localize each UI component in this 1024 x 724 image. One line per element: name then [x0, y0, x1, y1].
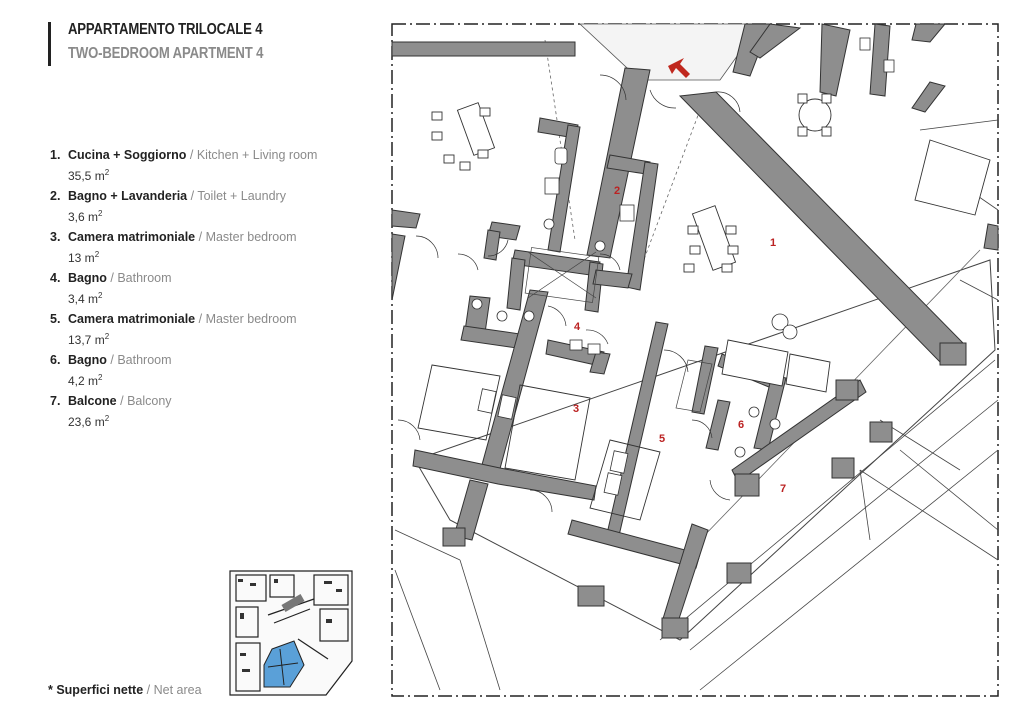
- room-number: 1.: [50, 148, 61, 162]
- room-name-en: Toilet + Laundry: [197, 189, 286, 203]
- floor-plan: 1 2 3 4 5 6 7: [391, 23, 999, 697]
- page-title: APPARTAMENTO TRILOCALE 4: [68, 21, 263, 38]
- room-number: 4.: [50, 271, 61, 285]
- room-name-en: Balcony: [127, 394, 172, 408]
- room-area: 13,7 m2: [68, 332, 110, 347]
- room-name-en: Kitchen + Living room: [196, 148, 318, 162]
- room-name-en: Bathroom: [117, 353, 172, 367]
- room-name-it: Bagno: [68, 271, 107, 285]
- room-number: 7.: [50, 394, 61, 408]
- bath-fixtures: [471, 37, 895, 458]
- room-label-6: 6: [738, 419, 744, 431]
- room-name-en: Master bedroom: [205, 312, 297, 326]
- room-area: 13 m2: [68, 250, 100, 265]
- round-table: [797, 93, 832, 137]
- room-area: 3,6 m2: [68, 209, 103, 224]
- page-subtitle: TWO-BEDROOM APARTMENT 4: [68, 45, 264, 62]
- title-accent-bar: [48, 22, 51, 66]
- sofa: [721, 139, 991, 393]
- room-label-1: 1: [770, 237, 776, 249]
- room-name-it: Balcone: [68, 394, 117, 408]
- beds: [417, 364, 661, 521]
- entrance-arrow-icon: [668, 58, 690, 78]
- room-name-it: Bagno: [68, 353, 107, 367]
- dining-table-2: [683, 205, 739, 273]
- room-label-7: 7: [780, 483, 786, 495]
- room-label-5: 5: [659, 433, 665, 445]
- room-name-it: Camera matrimoniale: [68, 230, 196, 244]
- room-item-1: 1.Cucina + Soggiorno / Kitchen + Living …: [50, 148, 318, 183]
- room-label-3: 3: [573, 403, 579, 415]
- plan-frame: [391, 23, 999, 697]
- shaft: [524, 247, 713, 413]
- room-label-4: 4: [574, 321, 581, 333]
- pillows: [477, 388, 629, 496]
- door-swings: [397, 74, 741, 513]
- room-area: 3,4 m2: [68, 291, 103, 306]
- room-label-2: 2: [614, 185, 620, 197]
- room-name-it: Camera matrimoniale: [68, 312, 196, 326]
- room-number: 6.: [50, 353, 61, 367]
- key-plan-highlight: [263, 640, 305, 688]
- key-plan: [229, 570, 353, 696]
- room-list: 1.Cucina + Soggiorno / Kitchen + Living …: [50, 147, 317, 434]
- room-name-en: Master bedroom: [205, 230, 297, 244]
- dining-table-1: [431, 102, 496, 171]
- plant: [771, 313, 798, 340]
- net-area-footnote: * Superfici nette / Net area: [48, 683, 202, 697]
- room-area: 23,6 m2: [68, 414, 110, 429]
- room-area: 4,2 m2: [68, 373, 103, 388]
- room-number: 5.: [50, 312, 61, 326]
- room-name-en: Bathroom: [117, 271, 172, 285]
- room-name-it: Cucina + Soggiorno: [68, 148, 187, 162]
- room-number: 3.: [50, 230, 61, 244]
- room-area: 35,5 m2: [68, 168, 110, 183]
- room-number: 2.: [50, 189, 61, 203]
- site-lines: [394, 119, 999, 691]
- room-name-it: Bagno + Lavanderia: [68, 189, 188, 203]
